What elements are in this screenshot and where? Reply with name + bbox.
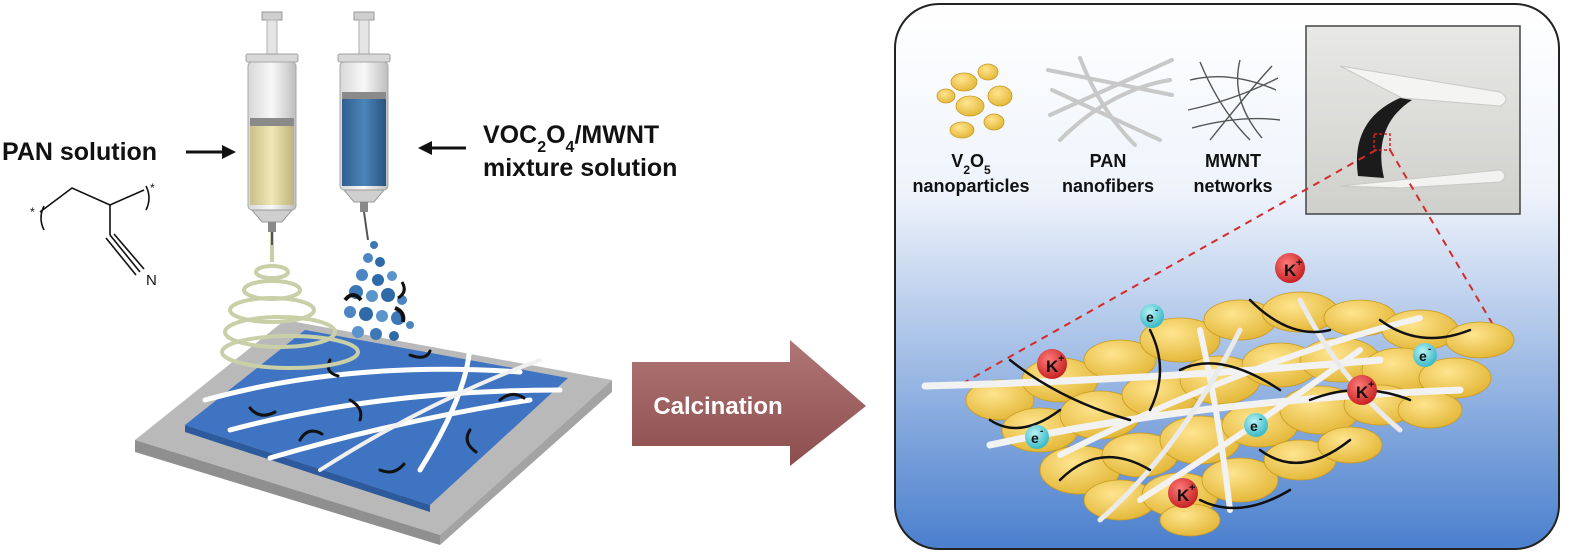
pan-fiber-spiral-jet <box>220 232 360 370</box>
svg-text:-: - <box>1040 426 1043 437</box>
svg-text:e: e <box>1146 309 1154 325</box>
collector-substrate <box>135 320 612 545</box>
svg-text:+: + <box>1296 257 1302 269</box>
pan-label-line1: PAN <box>1090 151 1127 171</box>
k-ion: K + <box>1168 478 1198 508</box>
electron: e - <box>1413 343 1437 367</box>
pan-arrow <box>186 145 236 159</box>
svg-text:e: e <box>1250 418 1258 434</box>
pan-solution-label: PAN solution <box>2 138 157 166</box>
svg-text:e: e <box>1419 348 1427 364</box>
svg-text:-: - <box>1259 414 1262 425</box>
mixture-label-line1: VOC2O4/MWNT <box>483 121 659 156</box>
electron: e - <box>1025 425 1049 449</box>
k-ion: K + <box>1037 349 1067 379</box>
mixture-spray-droplets <box>343 241 414 341</box>
pan-syringe <box>245 11 299 245</box>
k-ion: K + <box>1275 253 1305 283</box>
svg-text:e: e <box>1031 430 1039 446</box>
mixture-label-line2: mixture solution <box>483 154 677 182</box>
zoom-line-left <box>957 149 1377 387</box>
svg-text:-: - <box>1155 305 1158 316</box>
electron: e - <box>1140 304 1164 328</box>
v2o5-nanoparticles-icon <box>936 63 1013 139</box>
structure-star-left: * <box>30 205 35 219</box>
deposited-fibers <box>202 337 563 474</box>
mwnt-label-line1: MWNT <box>1205 151 1261 171</box>
svg-text:K: K <box>1356 383 1369 402</box>
pan-nanofibers-icon <box>1046 56 1174 147</box>
v2o5-label-line1: V2O5 <box>951 151 991 177</box>
calcination-arrow <box>632 340 866 466</box>
k-ion: K + <box>1347 375 1377 405</box>
structure-star-right: * <box>150 181 155 195</box>
flexible-film-photo <box>1305 25 1521 215</box>
svg-text:+: + <box>1368 379 1374 391</box>
svg-text:-: - <box>1428 344 1431 355</box>
structure-nitrogen: N <box>146 272 157 289</box>
mwnt-networks-icon <box>1187 59 1281 141</box>
mixture-syringe <box>337 11 391 241</box>
svg-text:K: K <box>1177 486 1190 505</box>
pan-chemical-structure <box>39 185 150 276</box>
svg-text:K: K <box>1284 261 1297 280</box>
electron: e - <box>1244 413 1268 437</box>
svg-text:K: K <box>1046 357 1059 376</box>
mwnt-label-line2: networks <box>1193 176 1272 196</box>
mixture-arrow <box>418 141 466 155</box>
pan-label-line2: nanofibers <box>1062 176 1154 196</box>
v2o5-label-line2: nanoparticles <box>912 176 1029 196</box>
svg-text:+: + <box>1189 482 1195 494</box>
calcination-label: Calcination <box>653 393 782 420</box>
svg-text:+: + <box>1058 353 1064 365</box>
zoom-line-right <box>1389 149 1503 341</box>
